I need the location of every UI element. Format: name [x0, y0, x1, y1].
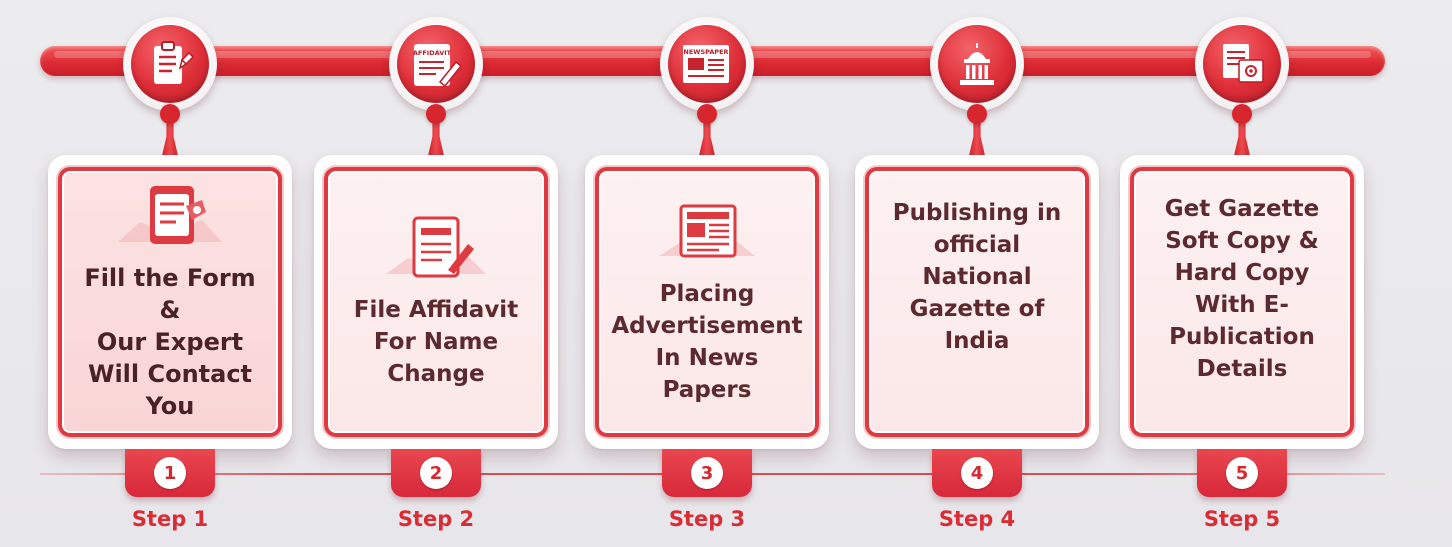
affidavit-document-icon [386, 216, 486, 278]
government-building-icon [960, 43, 994, 85]
step-label: Step 3 [668, 507, 746, 531]
step-number-badge: 1 [154, 457, 186, 489]
step-label: Step 4 [938, 507, 1016, 531]
step-number-badge: 3 [691, 457, 723, 489]
step-label: Step 5 [1203, 507, 1281, 531]
step-text: Fill the Form & Our Expert Will Contact … [84, 264, 256, 420]
newspaper-icon [659, 204, 755, 258]
connector-knob [697, 104, 717, 124]
step-medallion: NEWSPAPER [660, 17, 754, 111]
step-text: File Affidavit For Name Change [353, 297, 519, 387]
affidavit-word: AFFIDAVIT [413, 49, 452, 57]
step-card: Publishing in official National Gazette … [855, 155, 1099, 449]
step-medallion: AFFIDAVIT [389, 17, 483, 111]
step-text: Placing Advertisement In News Papers [611, 281, 803, 403]
step-medallion [1195, 17, 1289, 111]
step-number-badge: 2 [420, 457, 452, 489]
step-tab: 4 [932, 449, 1022, 497]
step-number-badge: 4 [961, 457, 993, 489]
newspaper-word: NEWSPAPER [683, 48, 728, 56]
step-medallion [123, 17, 217, 111]
connector-knob [1232, 104, 1252, 124]
step-tab: 5 [1197, 449, 1287, 497]
step-label: Step 1 [131, 507, 209, 531]
step-card: Fill the Form & Our Expert Will Contact … [48, 155, 292, 449]
document-email-icon [1223, 44, 1264, 83]
step-card: Placing Advertisement In News Papers [585, 155, 829, 449]
connector-knob [426, 104, 446, 124]
step-tab: 3 [662, 449, 752, 497]
step-1: Fill the Form & Our Expert Will Contact … [45, 0, 295, 547]
step-card: File Affidavit For Name Change [314, 155, 558, 449]
step-tab: 1 [125, 449, 215, 497]
step-card: Get Gazette Soft Copy & Hard Copy With E… [1120, 155, 1364, 449]
step-5: Get Gazette Soft Copy & Hard Copy With E… [1117, 0, 1367, 547]
step-tab: 2 [391, 449, 481, 497]
step-medallion [930, 17, 1024, 111]
clipboard-pen-icon [154, 41, 195, 84]
step-2: AFFIDAVIT File Affidavit For Name Change [311, 0, 561, 547]
connector-knob [160, 104, 180, 124]
newspaper-icon: NEWSPAPER [683, 45, 729, 83]
step-text: Get Gazette Soft Copy & Hard Copy With E… [1164, 196, 1320, 382]
step-4: Publishing in official National Gazette … [852, 0, 1102, 547]
step-text: Publishing in official National Gazette … [892, 200, 1062, 354]
step-3: NEWSPAPER Placing Advertisem [582, 0, 832, 547]
affidavit-pen-icon: AFFIDAVIT [413, 44, 463, 88]
step-number-badge: 5 [1226, 457, 1258, 489]
form-document-icon [118, 186, 222, 244]
step-label: Step 2 [397, 507, 475, 531]
connector-knob [967, 104, 987, 124]
